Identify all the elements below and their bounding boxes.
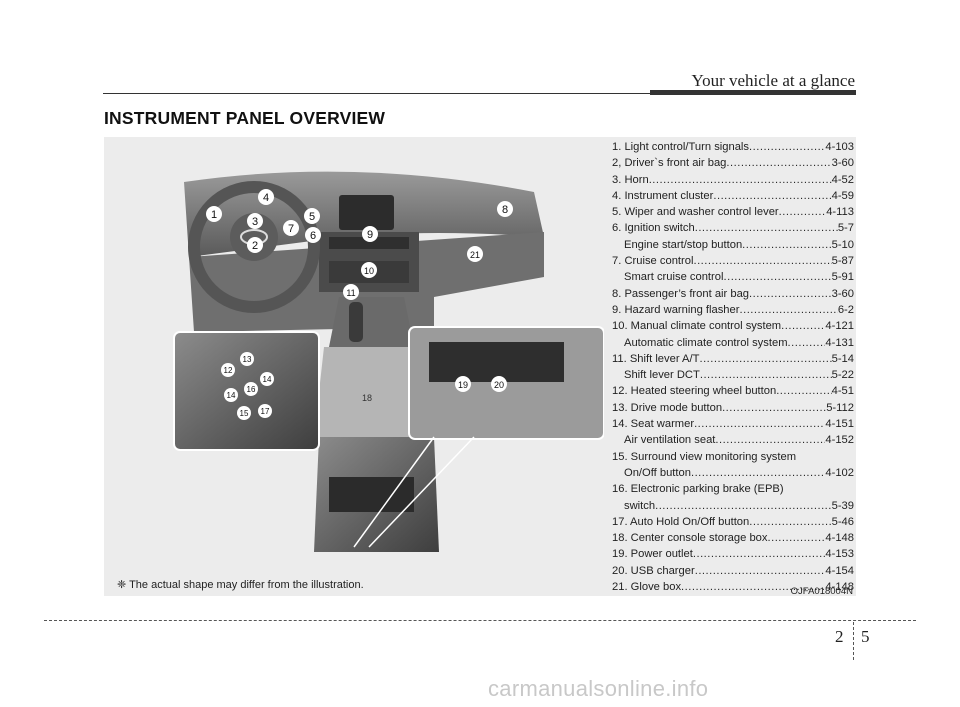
page-number: 5 <box>861 627 870 646</box>
svg-text:19: 19 <box>458 380 468 390</box>
steering-wheel <box>188 181 320 313</box>
list-item: 11. Shift lever A/T5-14 <box>612 351 854 367</box>
svg-text:10: 10 <box>364 266 374 276</box>
list-item: 20. USB charger4-154 <box>612 563 854 579</box>
list-item: 16. Electronic parking brake (EPB) <box>612 483 784 496</box>
list-item: On/Off button4-102 <box>612 465 854 481</box>
list-item: 7. Cruise control5-87 <box>612 253 854 269</box>
list-item: 13. Drive mode button5-112 <box>612 400 854 416</box>
callout-9: 9 <box>362 226 378 242</box>
list-item: 6. Ignition switch5-7 <box>612 220 854 236</box>
svg-text:9: 9 <box>367 229 373 241</box>
callout-5: 5 <box>304 208 320 224</box>
chapter-number: 2 <box>835 627 844 646</box>
footer-rule <box>44 620 916 621</box>
callout-10: 10 <box>361 262 377 278</box>
list-item: Engine start/stop button5-10 <box>612 237 854 253</box>
footer-divider <box>853 622 854 660</box>
list-item: 21. Glove box4-148 <box>612 579 854 595</box>
svg-text:4: 4 <box>263 192 269 204</box>
callout-2: 2 <box>247 237 263 253</box>
svg-text:3: 3 <box>252 216 258 228</box>
callout-7: 7 <box>283 220 299 236</box>
list-item: 14. Seat warmer4-151 <box>612 416 854 432</box>
dashboard-illustration: 1 2 3 4 5 6 7 8 9 10 11 12 13 14 14 15 1… <box>173 171 604 552</box>
svg-text:11: 11 <box>346 288 355 298</box>
center-vent <box>329 237 409 249</box>
svg-text:20: 20 <box>494 380 504 390</box>
list-item: Automatic climate control system4-131 <box>612 335 854 351</box>
inset-vent <box>429 342 564 382</box>
leader-line <box>368 436 475 548</box>
page-title: INSTRUMENT PANEL OVERVIEW <box>104 108 386 128</box>
callout-4: 4 <box>258 189 274 205</box>
svg-text:18: 18 <box>362 393 372 403</box>
list-item: 12. Heated steering wheel button4-51 <box>612 383 854 399</box>
steering-hub <box>230 213 278 261</box>
callout-20: 20 <box>491 376 507 392</box>
infotainment-screen <box>339 195 394 230</box>
illustration-note: ❈ The actual shape may differ from the i… <box>117 579 364 591</box>
list-item: 15. Surround view monitoring system <box>612 450 797 463</box>
header-bar <box>650 90 856 95</box>
callout-8: 8 <box>497 201 513 217</box>
callout-6: 6 <box>305 227 321 243</box>
component-list: 1. Light control/Turn signals4-103 2, Dr… <box>612 139 854 595</box>
svg-text:12: 12 <box>224 366 233 375</box>
list-item: 5. Wiper and washer control lever4-113 <box>612 204 854 220</box>
svg-text:16: 16 <box>247 385 256 394</box>
list-item: 17. Auto Hold On/Off button5-46 <box>612 514 854 530</box>
callout-19: 19 <box>455 376 471 392</box>
header-rule <box>103 93 650 94</box>
callout-16: 16 <box>244 382 258 396</box>
svg-text:5: 5 <box>309 211 315 223</box>
svg-text:14: 14 <box>227 391 236 400</box>
figure-code: OJFA018004N <box>790 586 853 597</box>
list-item: Smart cruise control5-91 <box>612 269 854 285</box>
list-item: 2, Driver`s front air bag3-60 <box>612 155 854 171</box>
shift-lever <box>349 302 363 342</box>
list-item: 9. Hazard warning flasher6-2 <box>612 302 854 318</box>
list-item: 8. Passenger’s front air bag3-60 <box>612 286 854 302</box>
svg-text:2: 2 <box>252 240 258 252</box>
list-item: 19. Power outlet4-153 <box>612 546 854 562</box>
callout-14: 14 <box>260 372 274 386</box>
list-item: 10. Manual climate control system4-121 <box>612 318 854 334</box>
svg-text:21: 21 <box>470 250 480 260</box>
callout-11: 11 <box>343 284 359 300</box>
header-section-title: Your vehicle at a glance <box>691 71 856 90</box>
list-item: switch5-39 <box>612 498 854 514</box>
list-item: Air ventilation seat4-152 <box>612 432 854 448</box>
callout-14b: 14 <box>224 388 238 402</box>
callout-3: 3 <box>247 213 263 229</box>
callout-18: 18 <box>362 393 372 403</box>
center-console <box>329 297 414 347</box>
callout-21: 21 <box>467 246 483 262</box>
list-item: 18. Center console storage box4-148 <box>612 530 854 546</box>
watermark: carmanualsonline.info <box>488 676 709 701</box>
list-item: 3. Horn4-52 <box>612 172 854 188</box>
callout-17: 17 <box>258 404 272 418</box>
svg-text:8: 8 <box>502 204 508 216</box>
list-item: 4. Instrument cluster4-59 <box>612 188 854 204</box>
svg-text:15: 15 <box>240 409 249 418</box>
svg-text:17: 17 <box>261 407 270 416</box>
callout-1: 1 <box>206 206 222 222</box>
svg-text:13: 13 <box>243 355 252 364</box>
list-item: Shift lever DCT5-22 <box>612 367 854 383</box>
svg-text:6: 6 <box>310 230 316 242</box>
list-item: 1. Light control/Turn signals4-103 <box>612 139 854 155</box>
callout-15: 15 <box>237 406 251 420</box>
callout-12: 12 <box>221 363 235 377</box>
leader-line <box>353 436 435 548</box>
svg-text:7: 7 <box>288 223 294 235</box>
callout-13: 13 <box>240 352 254 366</box>
svg-text:1: 1 <box>211 209 217 221</box>
armrest <box>314 347 434 437</box>
svg-text:14: 14 <box>263 375 272 384</box>
